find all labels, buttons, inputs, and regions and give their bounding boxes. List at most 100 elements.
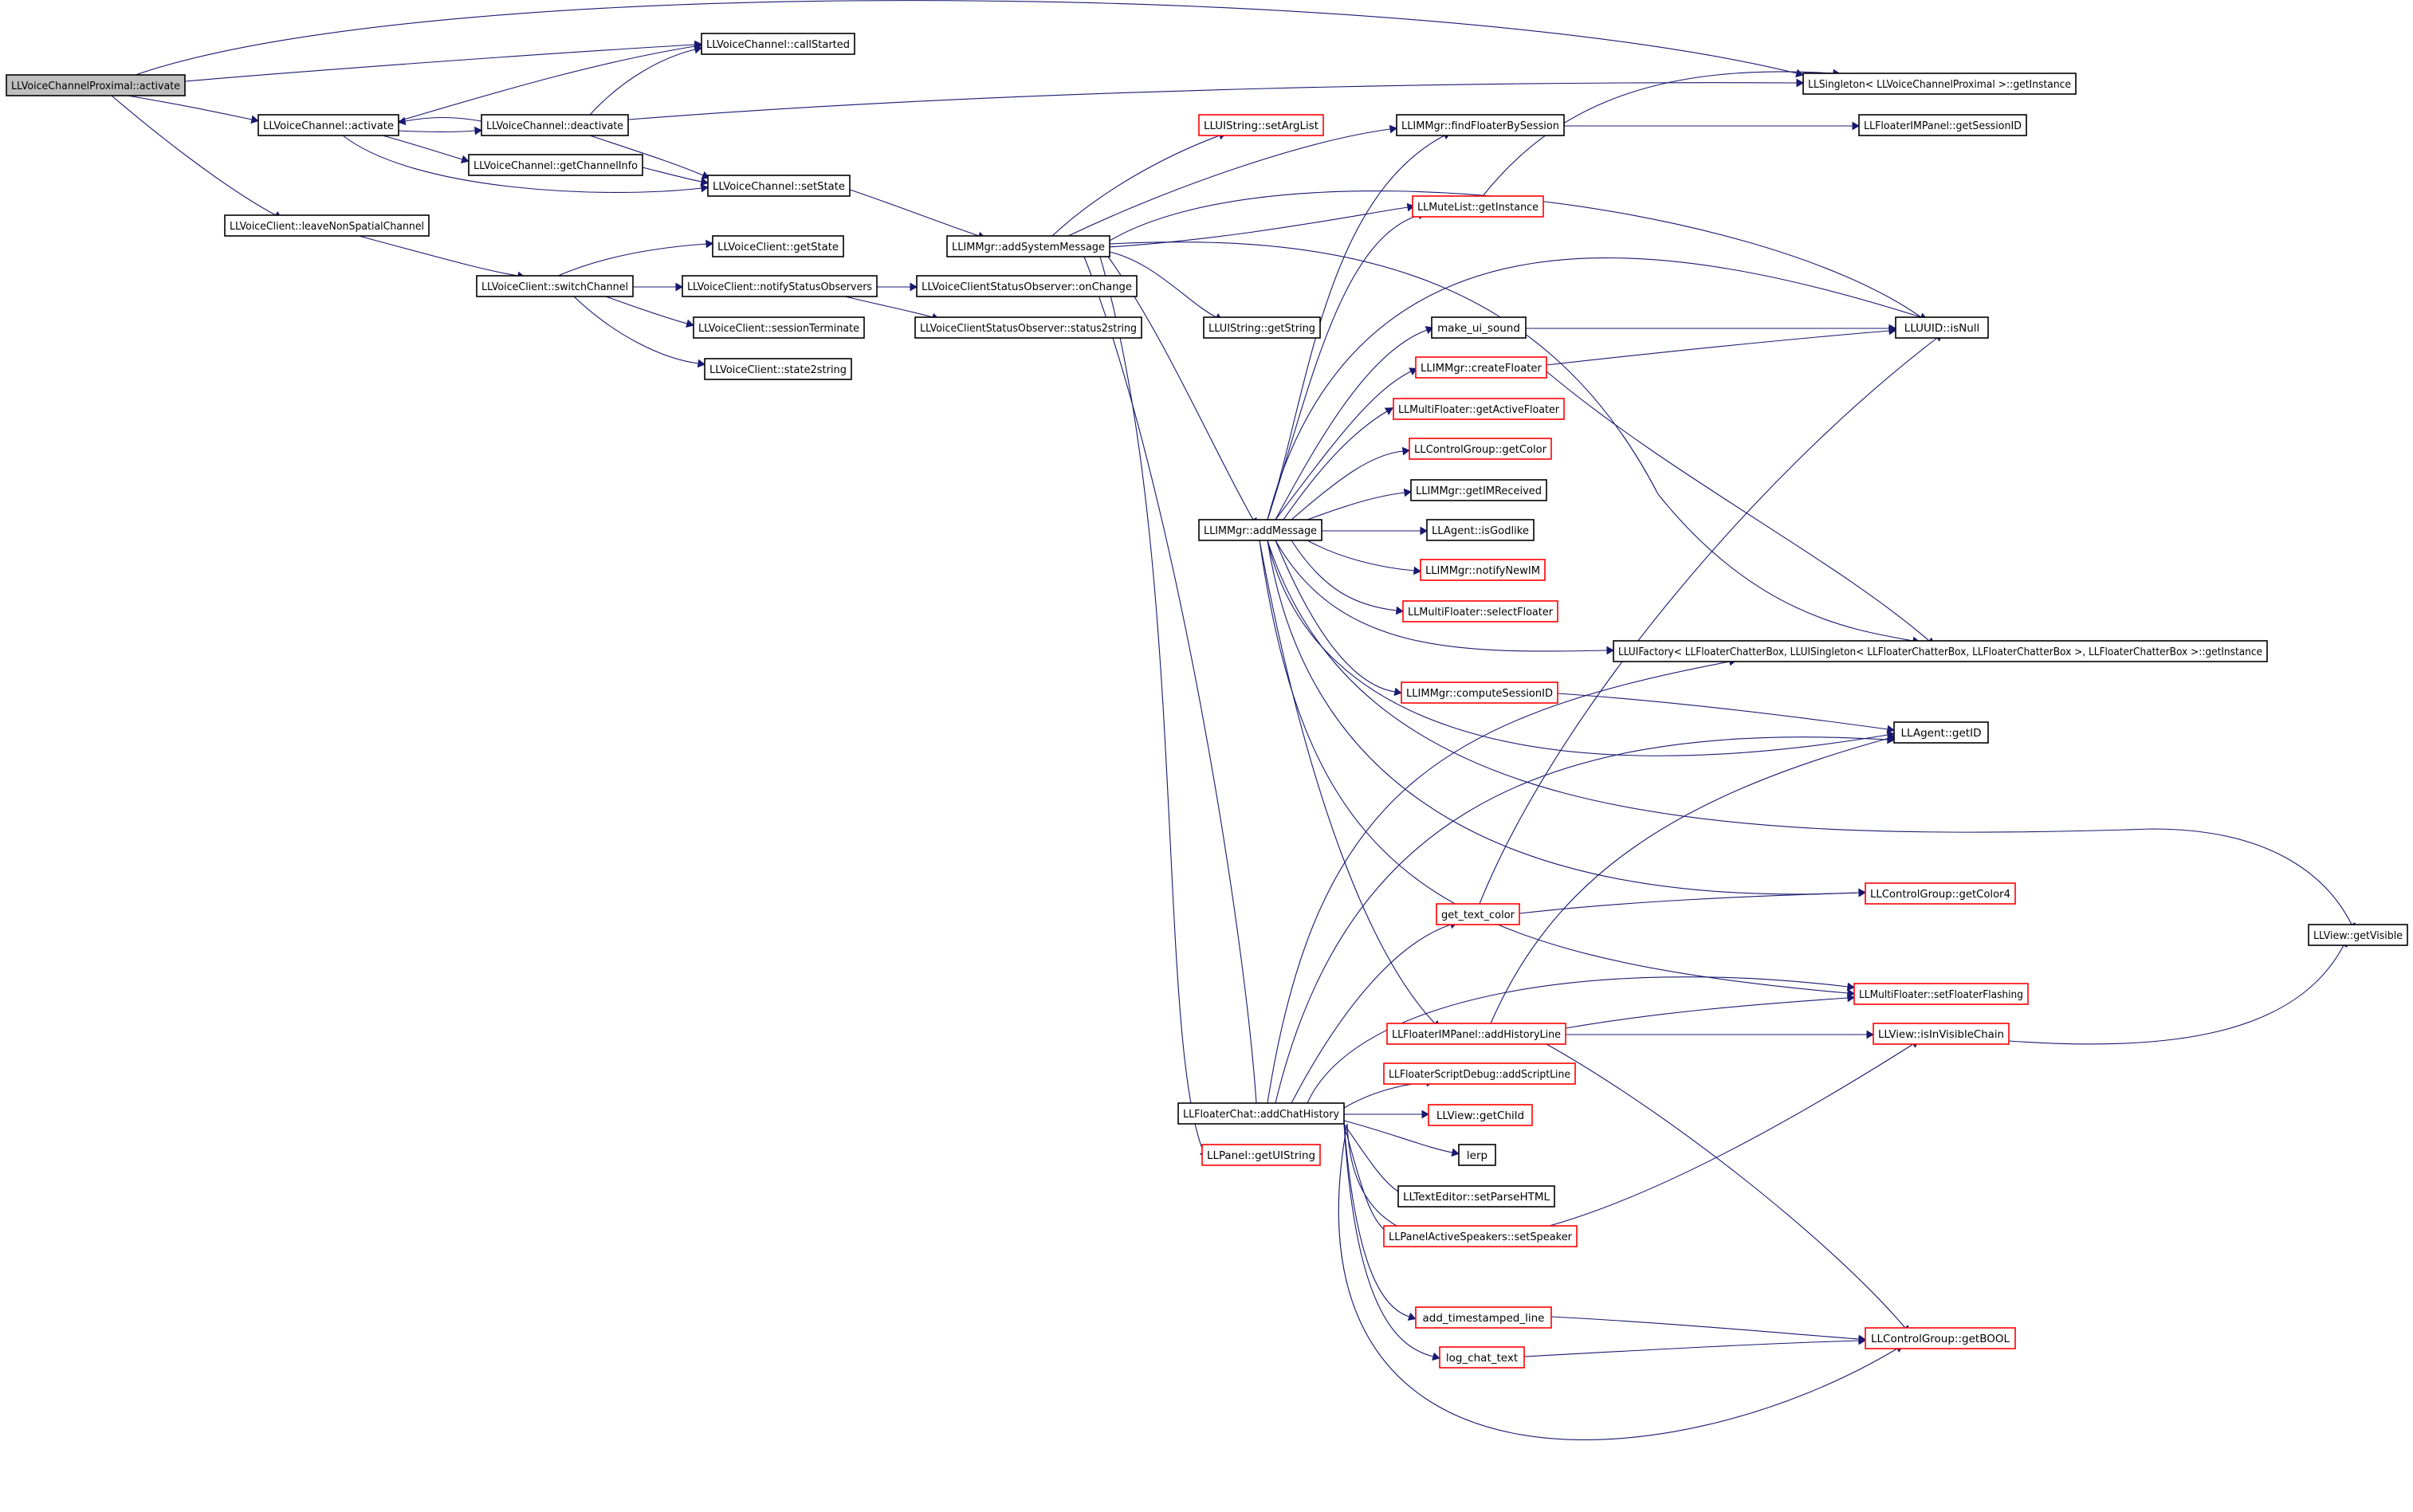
graph-node[interactable]: LLFloaterIMPanel::addHistoryLine [1386,1023,1566,1045]
edge-arrowhead [1847,993,1855,1003]
graph-node[interactable]: LLPanelActiveSpeakers::setSpeaker [1383,1225,1578,1247]
graph-node[interactable]: LLFloaterChat::addChatHistory [1177,1102,1345,1125]
graph-node[interactable]: LLVoiceChannelProximal::activate [6,74,186,96]
graph-node[interactable]: LLSingleton< LLVoiceChannelProximal >::g… [1802,73,2077,95]
edge-n27-n23 [1275,367,1418,520]
graph-node[interactable]: LLUUID::isNull [1895,316,1989,339]
graph-node[interactable]: LLMultiFloater::getActiveFloater [1393,398,1565,420]
graph-node[interactable]: LLVoiceClient::getState [712,235,844,257]
node-box [468,154,643,176]
graph-node[interactable]: LLIMMgr::createFloater [1415,356,1547,379]
node-label: LLView::isInVisibleChain [1878,1028,2004,1041]
edge-arrowhead [1606,646,1615,655]
graph-node[interactable]: LLIMMgr::notifyNewIM [1420,559,1546,581]
graph-node[interactable]: LLVoiceChannel::getChannelInfo [468,154,643,176]
edge-n3-n6 [342,135,709,193]
graph-node[interactable]: get_text_color [1436,903,1520,925]
graph-node[interactable]: LLVoiceClient::sessionTerminate [693,316,865,339]
edge-line [642,167,702,183]
graph-node[interactable]: LLMultiFloater::setFloaterFlashing [1853,983,2029,1005]
edge-line [1267,135,1445,520]
node-label: LLFloaterChat::addChatHistory [1183,1108,1339,1121]
graph-node[interactable]: LLMuteList::getInstance [1412,195,1544,218]
node-box [1397,1185,1555,1208]
graph-node[interactable]: LLControlGroup::getColor [1409,438,1552,460]
edge-n21-n22 [1526,324,1897,333]
graph-node[interactable]: add_timestamped_line [1415,1306,1552,1329]
node-label: add_timestamped_line [1423,1312,1545,1325]
node-label: LLView::getChild [1436,1109,1524,1122]
edge-line [573,296,699,364]
edge-arrowhead [694,45,702,54]
edge-n0-n7 [111,95,282,219]
graph-node[interactable]: LLVoiceClient::leaveNonSpatialChannel [224,214,430,237]
edge-line [1291,450,1404,520]
graph-node[interactable]: LLControlGroup::getBOOL [1865,1327,2016,1349]
graph-node[interactable]: LLTextEditor::setParseHTML [1397,1185,1555,1208]
edge-arrowhead [1852,121,1861,131]
graph-node[interactable]: LLVoiceClient::state2string [704,358,852,380]
edge-arrowhead [1413,566,1421,575]
graph-node[interactable]: LLAgent::isGodlike [1426,519,1535,541]
graph-node[interactable]: LLVoiceClient::switchChannel [476,275,634,297]
graph-node[interactable]: LLUIString::setArgList [1198,114,1324,136]
graph-node[interactable]: LLVoiceChannel::deactivate [481,114,629,136]
node-label: LLUIString::setArgList [1204,120,1319,132]
graph-node[interactable]: make_ui_sound [1431,316,1527,339]
edge-line [1259,540,1849,994]
graph-node[interactable]: log_chat_text [1439,1346,1525,1369]
graph-node[interactable]: LLVoiceClientStatusObserver::status2stri… [914,316,1142,339]
edge-line [1267,540,1888,756]
graph-node[interactable]: LLAgent::getID [1893,721,1989,744]
edge-n3-n5 [382,135,470,163]
node-label: LLPanelActiveSpeakers::setSpeaker [1389,1231,1572,1243]
edge-line [1267,257,1922,520]
node-label: LLControlGroup::getColor [1414,443,1546,456]
edge-line [1083,256,1257,1104]
node-box [1415,356,1547,379]
graph-node[interactable]: LLUIString::getString [1203,316,1321,339]
graph-node[interactable]: LLView::isInVisibleChain [1873,1023,2010,1045]
graph-node[interactable]: LLVoiceChannel::callStarted [701,33,855,55]
edge-n41-n49 [1343,1123,1440,1361]
node-box [481,114,629,136]
edge-line [844,296,933,318]
graph-node[interactable]: LLIMMgr::findFloaterBySession [1396,114,1565,136]
graph-node[interactable]: lerp [1458,1144,1496,1166]
graph-node[interactable]: LLIMMgr::addSystemMessage [946,235,1110,257]
edge-n17-n18 [1564,121,1861,131]
edge-line [382,135,463,160]
node-box [1177,1102,1345,1125]
graph-node[interactable]: LLView::getChild [1428,1104,1533,1126]
edge-n0-n3 [127,95,259,124]
graph-node[interactable]: LLVoiceClient::notifyStatusObservers [682,275,878,297]
graph-node[interactable]: LLVoiceClientStatusObserver::onChange [916,275,1138,297]
graph-node[interactable]: LLUIFactory< LLFloaterChatterBox, LLUISi… [1613,640,2268,662]
node-box [916,275,1138,297]
node-box [1431,316,1527,339]
edge-line [589,49,696,116]
graph-node[interactable]: LLIMMgr::computeSessionID [1401,681,1558,704]
graph-node[interactable]: LLVoiceChannel::setState [707,175,851,197]
graph-node[interactable]: LLControlGroup::getColor4 [1865,882,2016,905]
graph-node[interactable]: LLView::getVisible [2308,924,2408,946]
graph-node[interactable]: LLVoiceChannel::activate [257,114,399,136]
edge-line [605,296,688,324]
node-label: LLVoiceChannel::getChannelInfo [474,159,638,172]
edge-arrowhead [700,177,709,187]
edge-arrowhead [697,359,705,368]
graph-node[interactable]: LLPanel::getUIString [1201,1144,1321,1166]
node-label: LLControlGroup::getColor4 [1870,888,2010,901]
node-box [1409,438,1552,460]
node-box [1802,73,2077,95]
graph-node[interactable]: LLIMMgr::addMessage [1198,519,1322,541]
node-box [2308,924,2408,946]
graph-node[interactable]: LLIMMgr::getIMReceived [1410,479,1547,501]
graph-node[interactable]: LLMultiFloater::selectFloater [1402,600,1558,622]
node-label: lerp [1467,1149,1487,1162]
graph-node[interactable]: LLFloaterIMPanel::getSessionID [1858,114,2027,136]
graph-node[interactable]: LLFloaterScriptDebug::addScriptLine [1383,1062,1576,1085]
edge-arrowhead [1796,78,1805,88]
node-label: LLIMMgr::findFloaterBySession [1401,120,1559,132]
